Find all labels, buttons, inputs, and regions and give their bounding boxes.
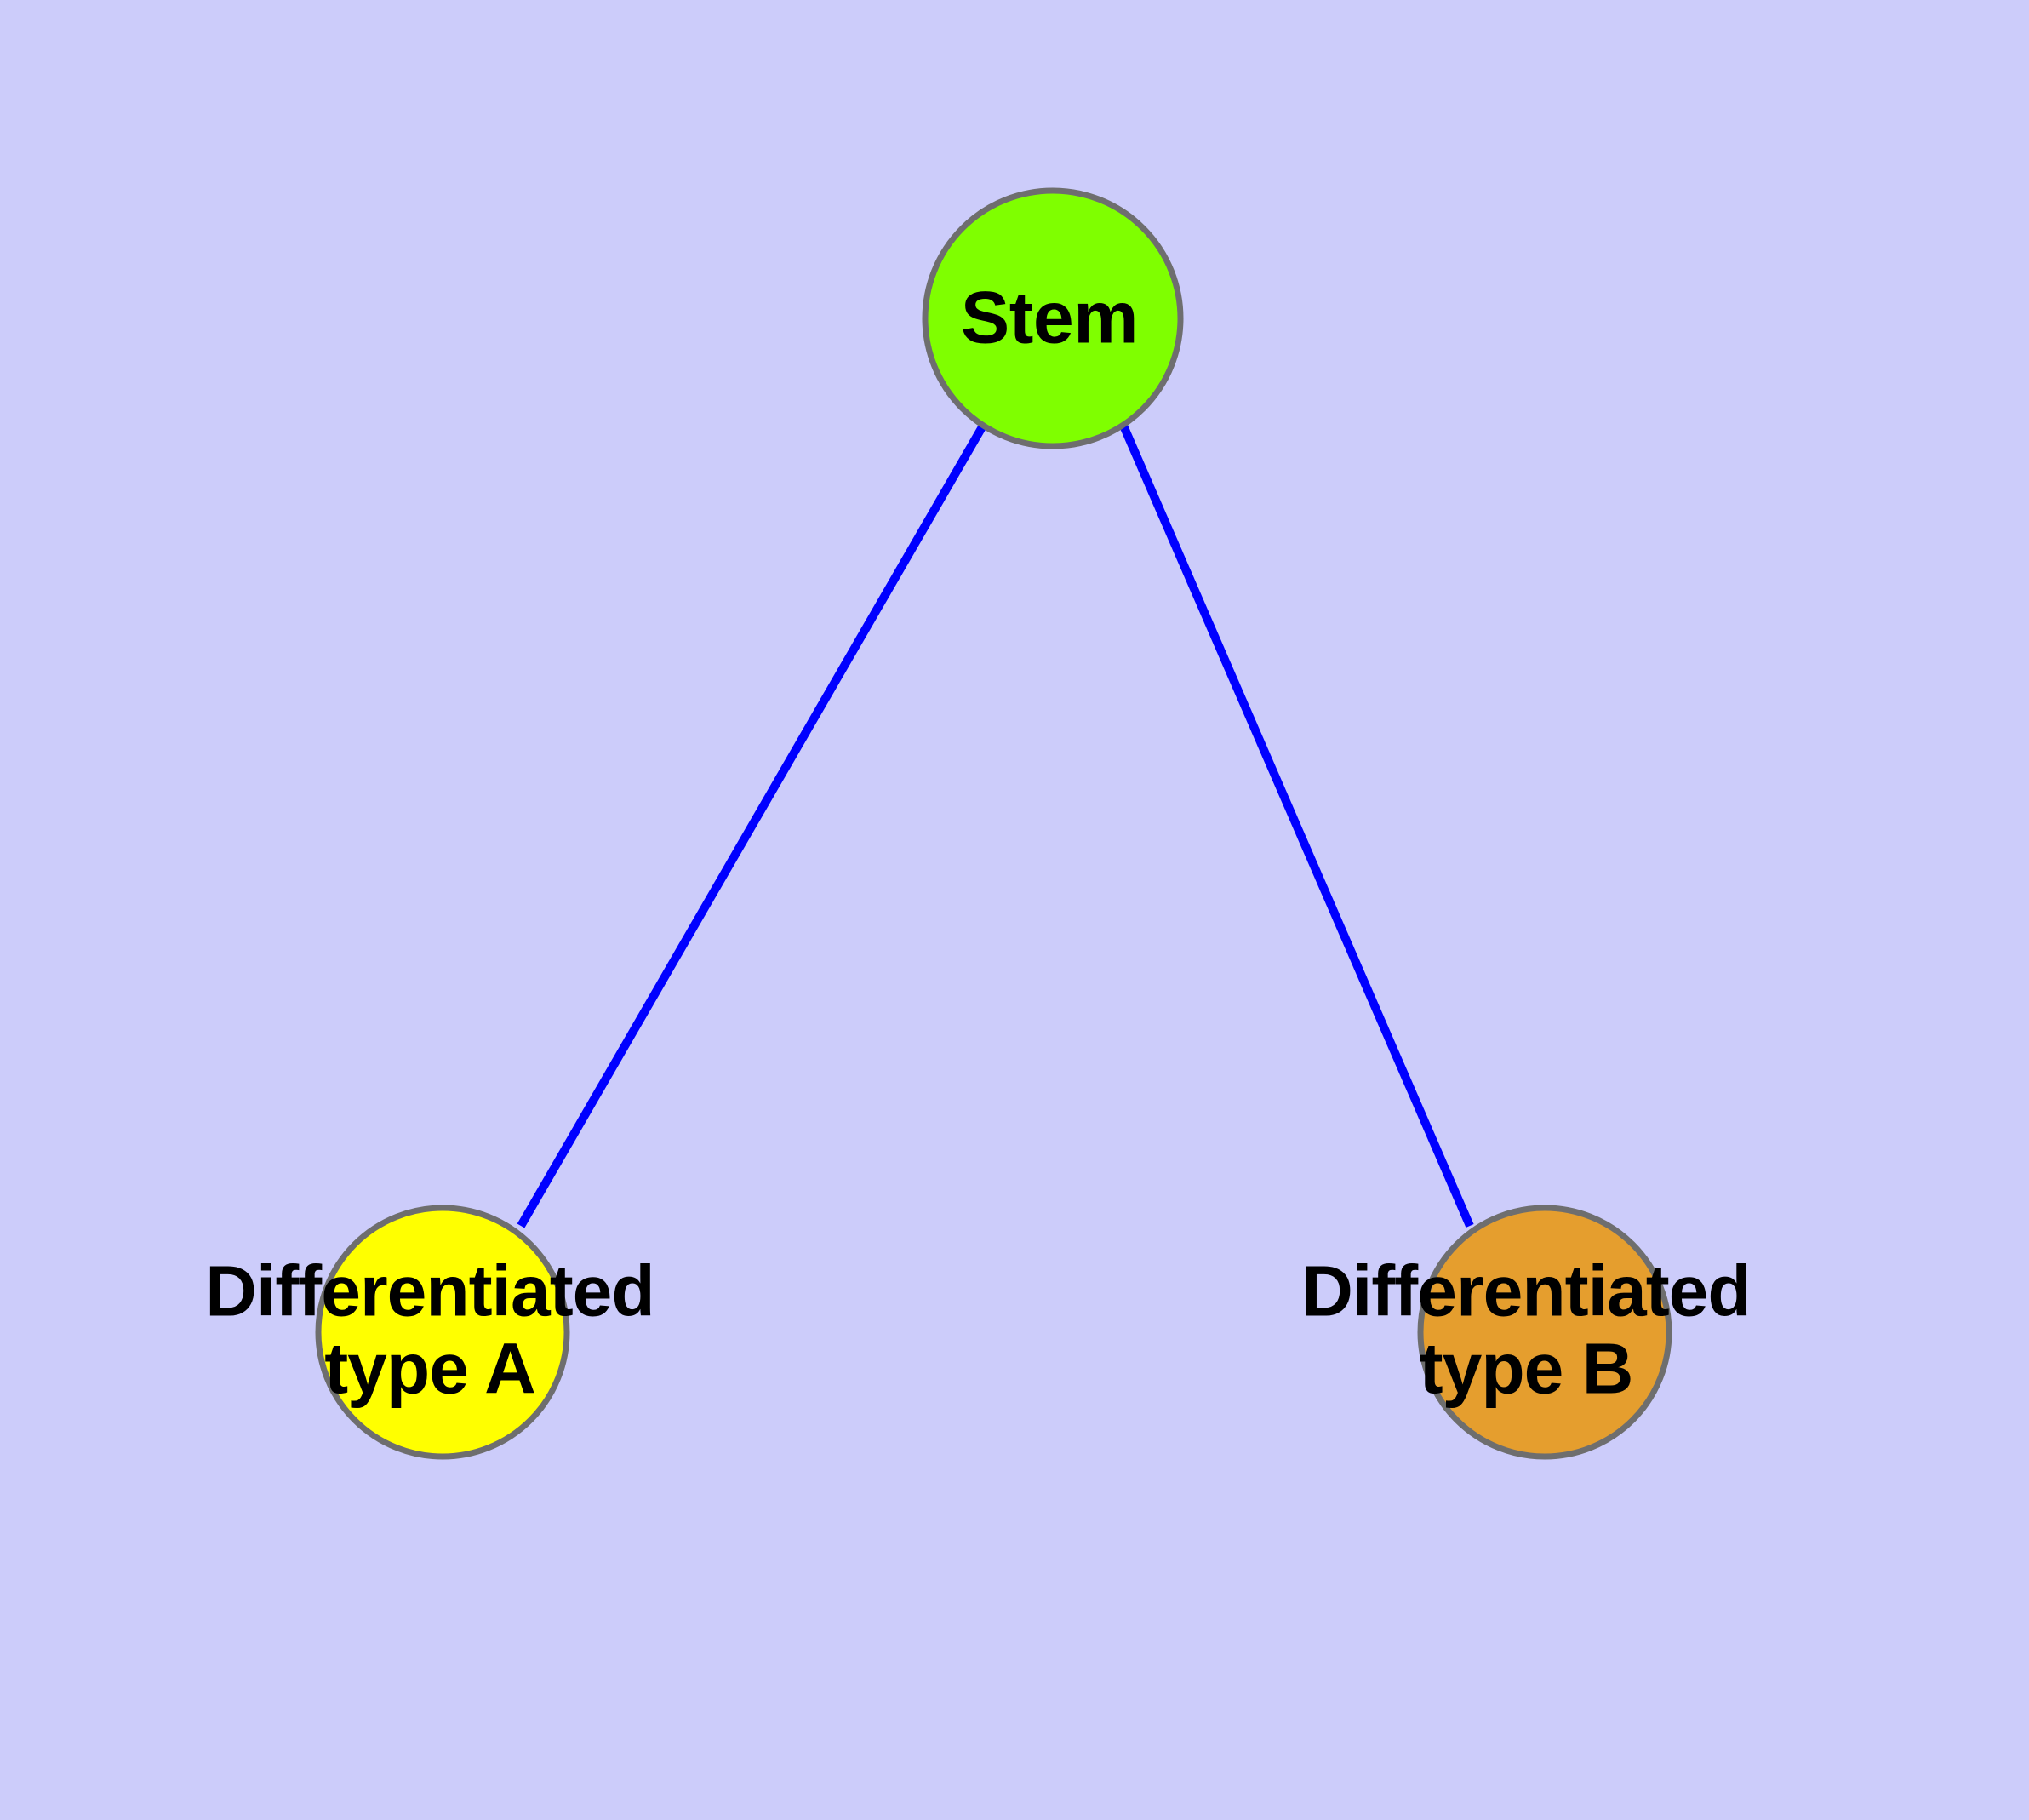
node-differentiated-type-b[interactable]	[1417, 1205, 1672, 1460]
node-stem[interactable]	[922, 187, 1184, 449]
nodes-group	[315, 187, 1672, 1460]
edge-stem-to-type-b[interactable]	[1119, 424, 1474, 1228]
edges-group	[517, 423, 1474, 1228]
node-differentiated-type-a[interactable]	[315, 1205, 570, 1460]
edge-stem-to-type-a[interactable]	[517, 423, 987, 1228]
